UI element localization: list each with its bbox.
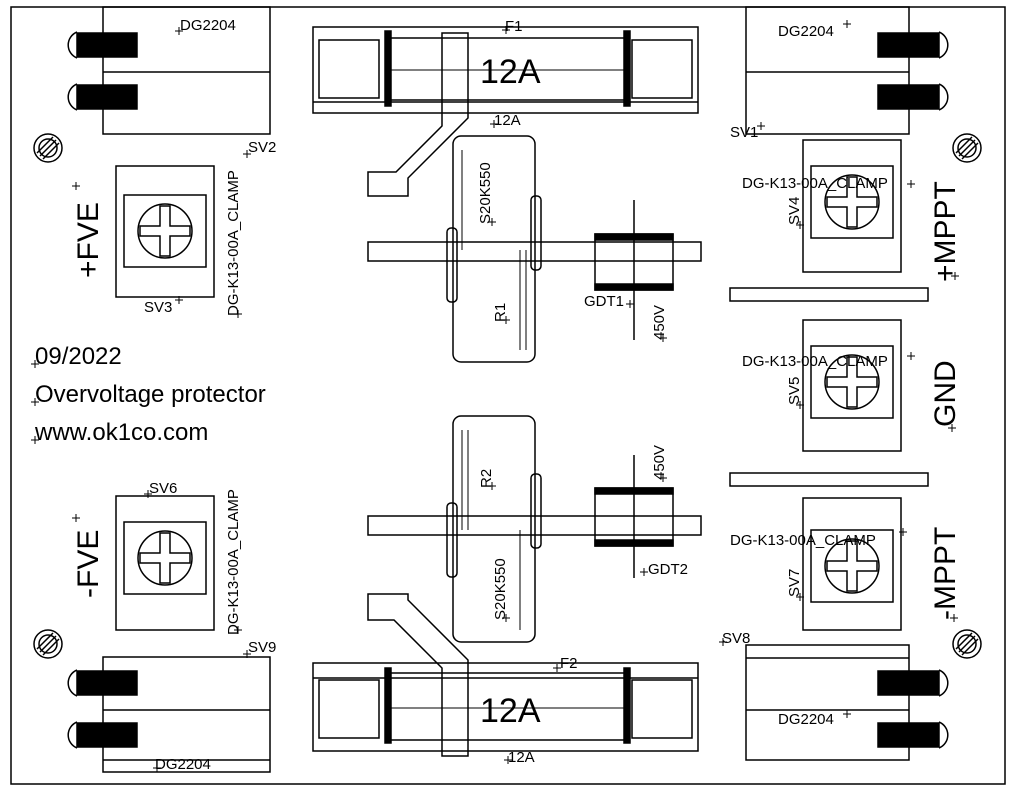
clamp-sv6 <box>115 495 215 631</box>
connector-bottom-right-label: DG2204 <box>778 711 834 728</box>
label-gnd: GND <box>929 360 962 427</box>
label-minus-mppt: -MPPT <box>929 527 962 620</box>
clamp-sv7-ref: SV7 <box>786 569 803 597</box>
varistor-r2 <box>367 415 702 643</box>
connector-top-left <box>67 6 271 135</box>
gdt-2-voltage: 450V <box>651 445 668 480</box>
clamp-sv5-ref: SV5 <box>786 377 803 405</box>
mounting-hole-top-left <box>33 133 63 163</box>
clamp-sv3 <box>115 165 215 298</box>
gdt-2-ref: GDT2 <box>648 561 688 578</box>
label-title: Overvoltage protector <box>35 381 266 408</box>
mount-label-sv2: SV2 <box>248 139 276 156</box>
fuse-f2-rating: 12A <box>508 749 535 766</box>
connector-top-right <box>745 6 949 135</box>
clamp-sv7 <box>802 497 902 631</box>
fuse-f1-ref: F1 <box>505 18 523 35</box>
clamp-sv4 <box>802 139 902 273</box>
mounting-hole-bottom-right <box>952 629 982 659</box>
fuse-f1-rating: 12A <box>494 112 521 129</box>
fuse-f1-value: 12A <box>480 53 541 91</box>
clamp-sv7-part: DG-K13-00A_CLAMP <box>730 532 876 549</box>
clamp-sv6-part: DG-K13-00A_CLAMP <box>225 489 242 635</box>
reference-crosshairs <box>31 20 959 772</box>
clamp-sv6-ref: SV6 <box>149 480 177 497</box>
clamp-sv4-part: DG-K13-00A_CLAMP <box>742 175 888 192</box>
fuse-f2-value: 12A <box>480 692 541 730</box>
label-minus-fve: -FVE <box>72 530 105 598</box>
label-plus-fve: +FVE <box>72 202 105 278</box>
varistor-r1 <box>367 135 702 363</box>
clamp-sv3-ref: SV3 <box>144 299 172 316</box>
clamp-sv5-part: DG-K13-00A_CLAMP <box>742 353 888 370</box>
varistor-r2-part: S20K550 <box>492 558 509 620</box>
label-plus-mppt: +MPPT <box>929 181 962 282</box>
fuse-f2 <box>312 593 699 757</box>
clamp-sv4-ref: SV4 <box>786 197 803 225</box>
pad-bar-right-top <box>729 287 929 302</box>
connector-bottom-left <box>67 656 271 773</box>
varistor-r1-ref: R1 <box>492 303 509 322</box>
clamp-sv3-part: DG-K13-00A_CLAMP <box>225 170 242 316</box>
mounting-hole-top-right <box>952 133 982 163</box>
board-outline <box>10 6 1006 785</box>
connector-bottom-right <box>745 644 949 761</box>
gdt-1-voltage: 450V <box>651 305 668 340</box>
connector-top-right-label: DG2204 <box>778 23 834 40</box>
label-date: 09/2022 <box>35 343 122 370</box>
gdt-2 <box>594 455 674 578</box>
connector-bottom-left-label: DG2204 <box>155 756 211 773</box>
mount-label-sv9: SV9 <box>248 639 276 656</box>
gdt-1 <box>594 200 674 340</box>
fuse-f2-ref: F2 <box>560 655 578 672</box>
clamp-sv5 <box>802 319 902 452</box>
label-website: www.ok1co.com <box>34 419 208 446</box>
mount-label-sv1: SV1 <box>730 124 758 141</box>
gdt-1-ref: GDT1 <box>584 293 624 310</box>
varistor-r2-ref: R2 <box>478 469 495 488</box>
mounting-hole-bottom-left <box>33 629 63 659</box>
mount-label-sv8: SV8 <box>722 630 750 647</box>
pad-bar-right-bottom <box>729 472 929 487</box>
connector-top-left-label: DG2204 <box>180 17 236 34</box>
varistor-r1-part: S20K550 <box>477 162 494 224</box>
